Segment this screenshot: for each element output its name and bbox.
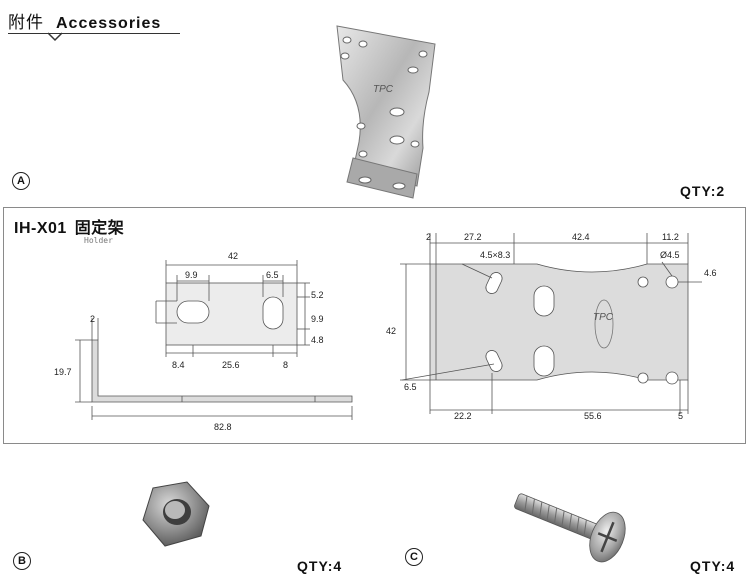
dim-front-right: 8	[283, 360, 288, 370]
dim-side-height: 19.7	[54, 367, 72, 377]
item-a-marker: A	[12, 172, 30, 190]
dim-plate-bottom-mid: 55.6	[584, 411, 602, 421]
dim-front-left: 8.4	[172, 360, 185, 370]
dim-front-width: 42	[228, 251, 238, 261]
item-b-qty: QTY:4	[297, 558, 343, 574]
bracket-logo: TPC	[373, 84, 394, 95]
dim-hole-offset: 4.6	[704, 268, 717, 278]
part-name-en: Holder	[84, 236, 113, 245]
section-title-zh: 附件	[8, 13, 44, 33]
dim-plate-bottom-right: 5	[678, 411, 683, 421]
plate-view: 2 27.2 42.4 11.2 42 4.5×8.3 Ø4.5 4.6 6.5…	[386, 232, 717, 421]
section-title: 附件 Accessories	[8, 8, 161, 33]
dim-side-length: 82.8	[214, 422, 232, 432]
dim-side-thickness: 2	[90, 314, 95, 324]
dim-front-top: 5.2	[311, 290, 324, 300]
dim-plate-bottom-left: 22.2	[454, 411, 472, 421]
item-c-marker: C	[405, 548, 423, 566]
title-underline	[8, 33, 180, 34]
dim-front-mid: 9.9	[311, 314, 324, 324]
side-view: 2 19.7 82.8	[54, 314, 353, 432]
title-notch-icon	[48, 32, 63, 42]
dim-front-bottom: 4.8	[311, 335, 324, 345]
front-view: 42 9.9 6.5 5.2 9.9 4.8 8.4 25.6 8	[155, 251, 324, 370]
hex-nut-photo	[142, 481, 210, 547]
bracket-photo: TPC	[336, 25, 436, 199]
dim-plate-mid: 42.4	[572, 232, 590, 242]
dim-slot-size: 4.5×8.3	[480, 250, 510, 260]
dim-front-hole-right: 6.5	[266, 270, 279, 280]
dim-plate-height: 42	[386, 326, 396, 336]
item-c-qty: QTY:4	[690, 558, 736, 574]
model-number: IH-X01	[14, 220, 67, 237]
screw-photo	[514, 493, 626, 563]
dim-plate-thickness: 2	[426, 232, 431, 242]
section-title-en: Accessories	[56, 15, 162, 32]
item-a-qty: QTY:2	[680, 183, 726, 199]
drawing-title: IH-X01 固定架	[14, 214, 124, 238]
dim-front-hole-left: 9.9	[185, 270, 198, 280]
dim-front-center: 25.6	[222, 360, 240, 370]
dim-plate-left: 27.2	[464, 232, 482, 242]
item-b-marker: B	[13, 552, 31, 570]
dim-hole-dia: Ø4.5	[660, 250, 680, 260]
part-name-zh: 固定架	[74, 218, 125, 237]
plate-logo: TPC	[593, 312, 614, 323]
dim-slot-low: 6.5	[404, 382, 417, 392]
dim-plate-right: 11.2	[662, 232, 679, 242]
